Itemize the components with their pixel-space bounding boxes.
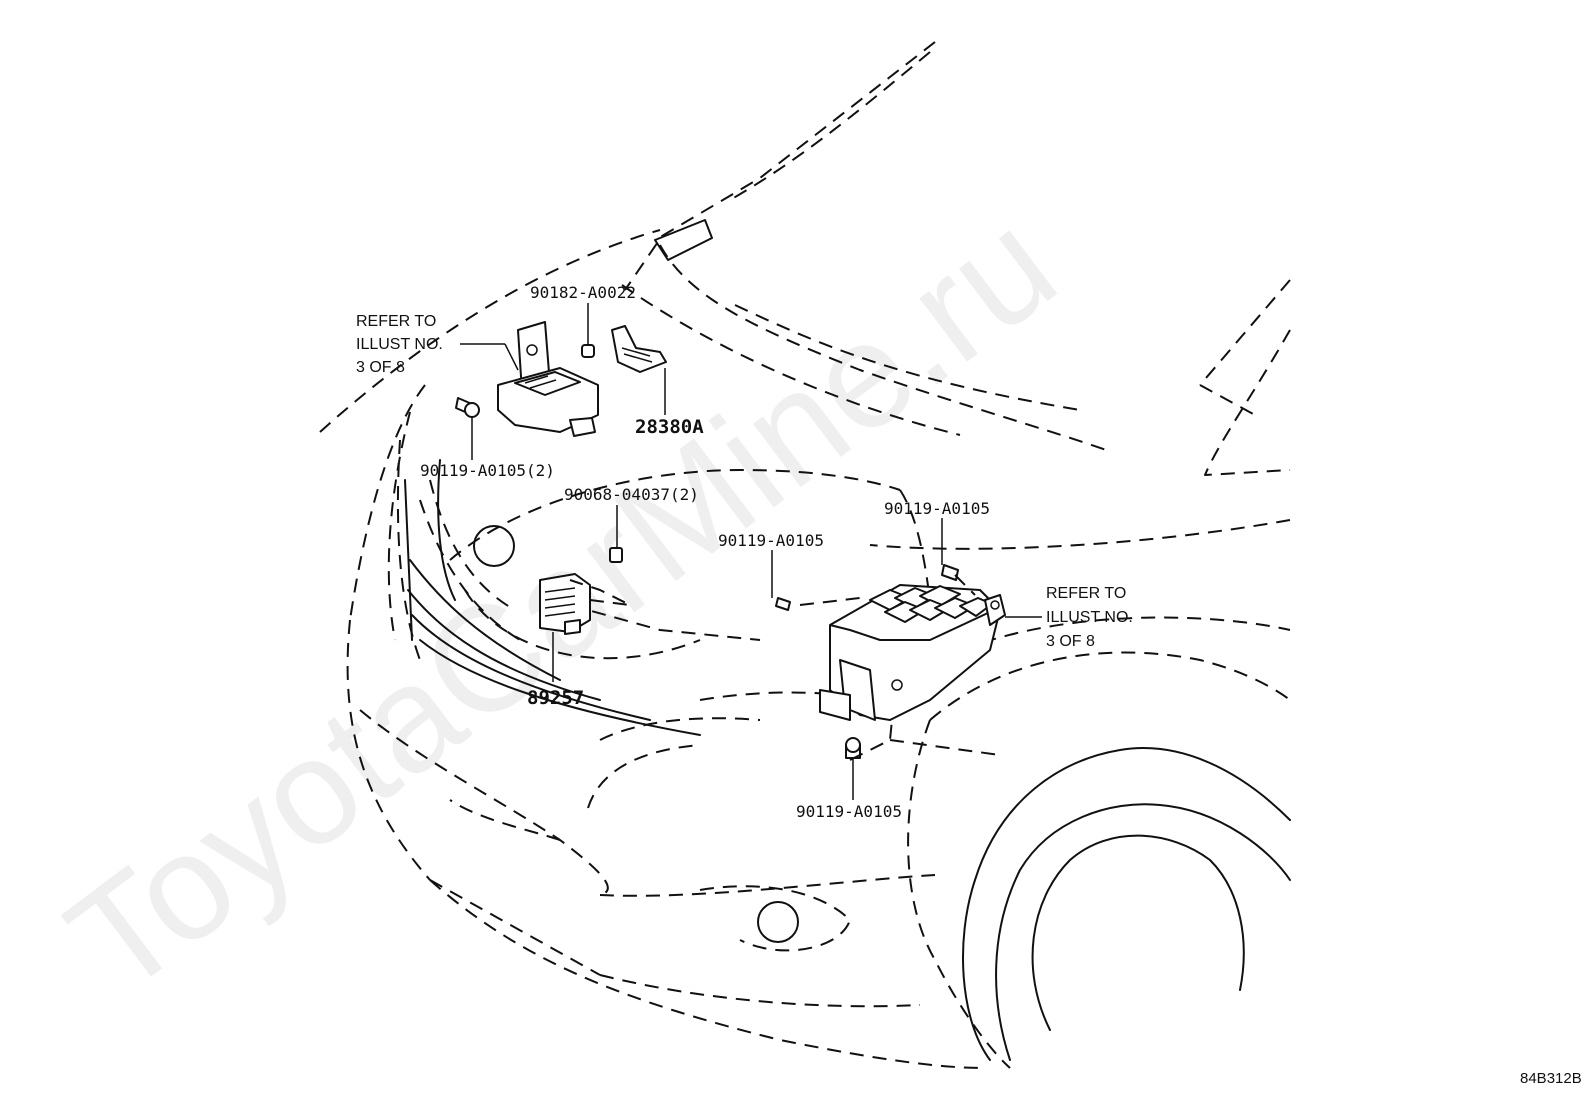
relay-guides: [799, 574, 1001, 761]
bolt-center: [775, 597, 791, 611]
part-labels: 90182-A0022 REFER TO ILLUST NO. 3 OF 8 2…: [356, 283, 1582, 1087]
label-89257: 89257: [527, 687, 584, 709]
label-refer-left-line1: REFER TO: [356, 313, 436, 330]
clip-90182: [581, 344, 595, 358]
car-body-outline: [319, 41, 1291, 1069]
label-refer-right-line3: 3 OF 8: [1046, 633, 1095, 650]
screw-90068: [609, 547, 623, 563]
module-89257: [539, 573, 591, 635]
label-refer-right-line2: ILLUST NO.: [1046, 609, 1133, 626]
module-guide: [569, 579, 631, 606]
label-90119-a0105-right: 90119-A0105: [884, 499, 990, 518]
label-refer-left-line3: 3 OF 8: [356, 359, 405, 376]
diagram-code: 84B312B: [1520, 1070, 1582, 1087]
relay-block: [819, 584, 1006, 721]
bolt-right-top: [941, 564, 959, 581]
label-90119-a0105-center: 90119-A0105: [718, 531, 824, 550]
label-90182-a0022: 90182-A0022: [530, 283, 636, 302]
leader-lines: [460, 303, 1042, 800]
label-90068-04037-2: 90068-04037(2): [564, 485, 699, 504]
label-90119-a0105-2: 90119-A0105(2): [420, 461, 555, 480]
label-28380a: 28380A: [635, 416, 704, 438]
bolt-bottom: [845, 737, 861, 759]
label-refer-left-line2: ILLUST NO.: [356, 336, 443, 353]
label-90119-a0105-bottom: 90119-A0105: [796, 802, 902, 821]
sensor-28380a: [611, 325, 667, 373]
label-refer-right-line1: REFER TO: [1046, 585, 1126, 602]
bolt-left: [455, 397, 480, 418]
upper-relay-bracket: [497, 321, 599, 437]
